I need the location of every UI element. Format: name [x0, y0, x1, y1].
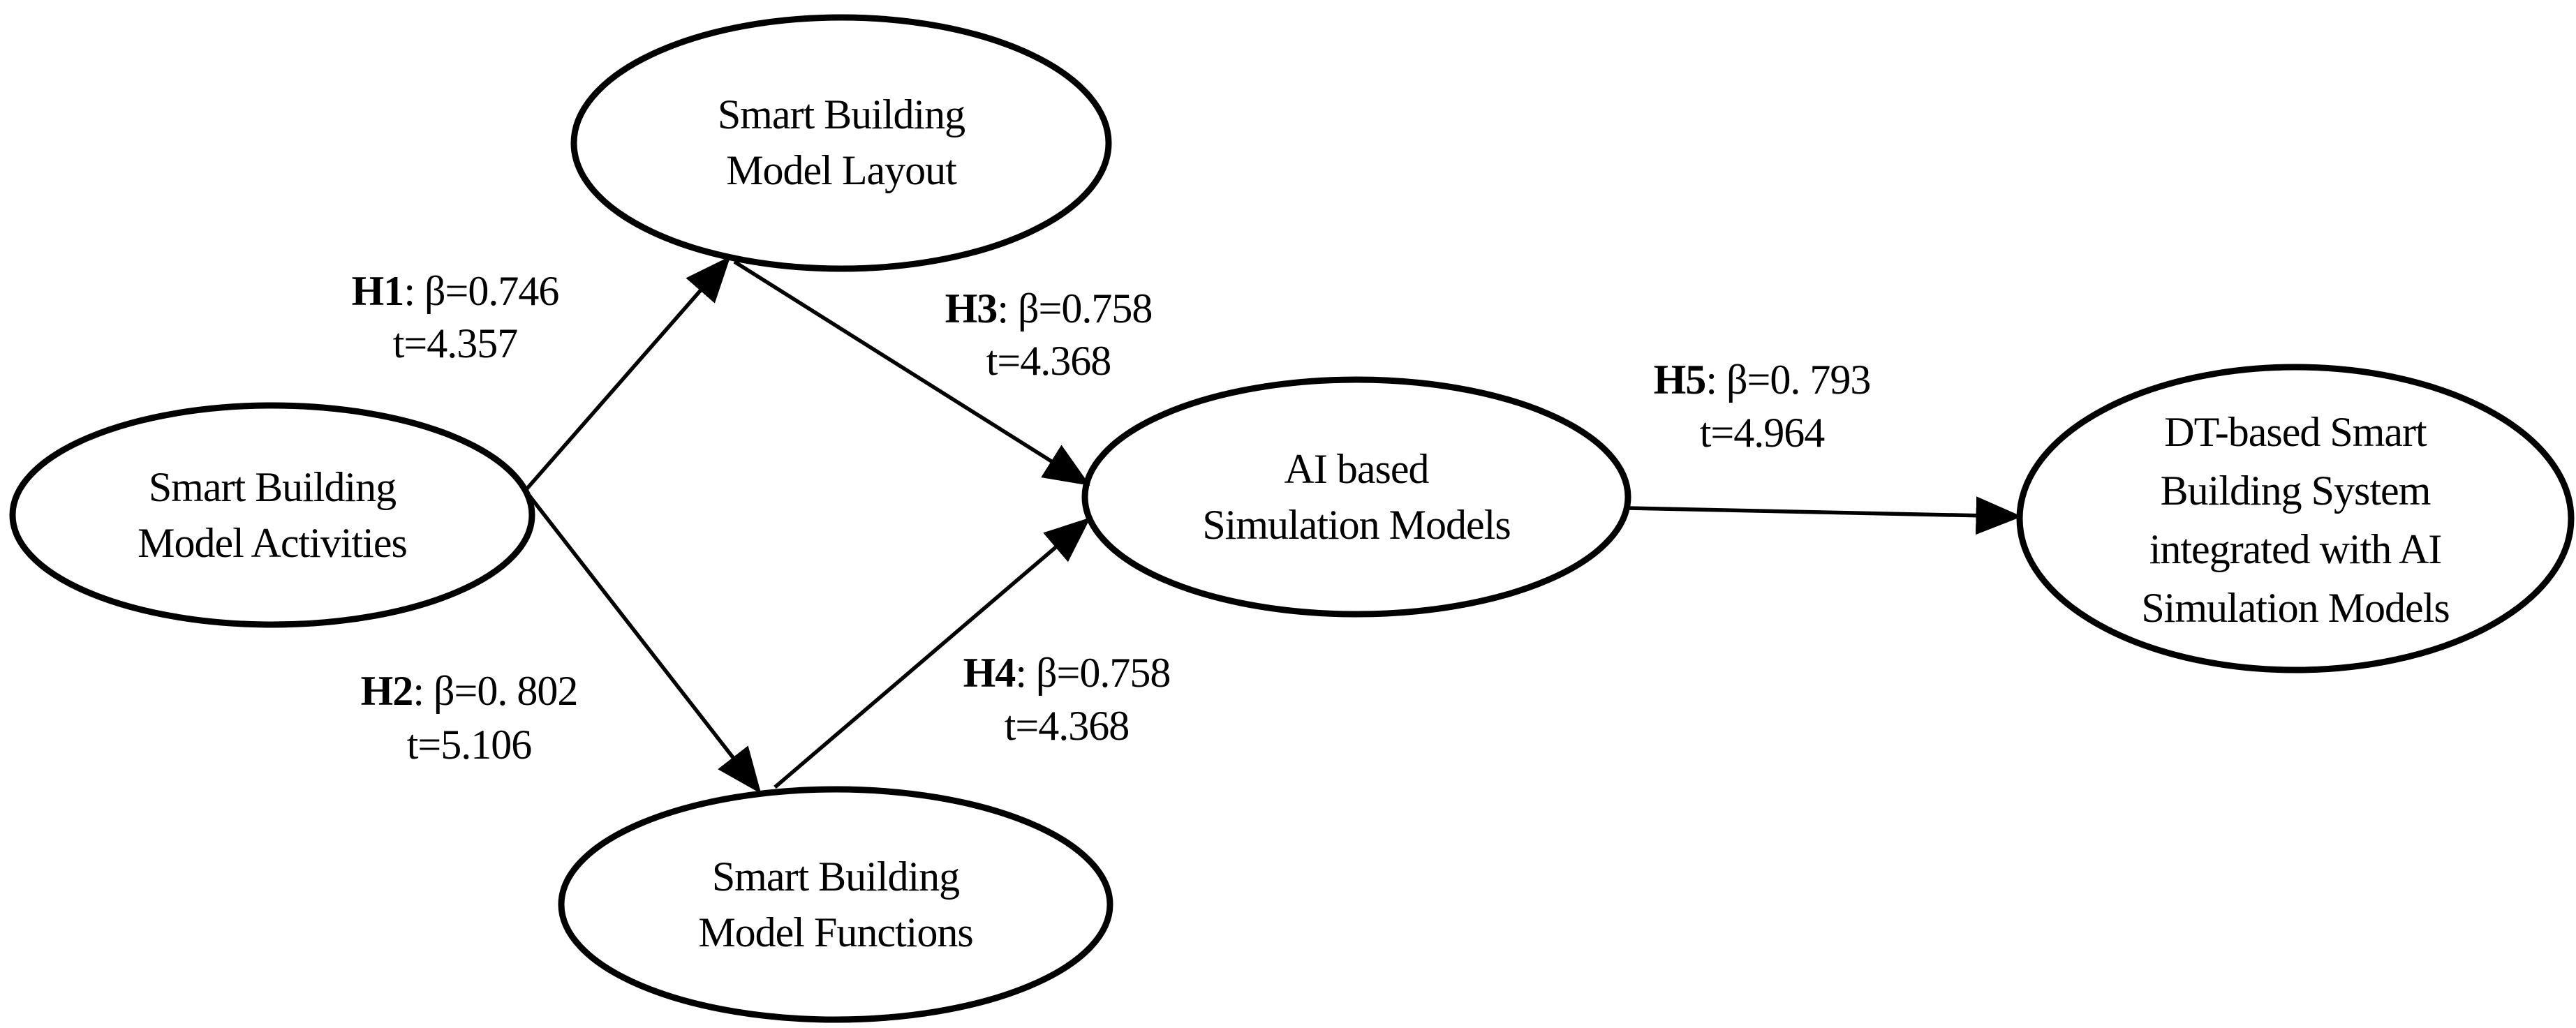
node-label-line: Model Activities: [138, 520, 407, 566]
t-value: t=4.357: [393, 320, 518, 366]
arrow-h5: [1627, 496, 2022, 535]
node-label-activities: Smart Building Model Activities: [138, 464, 408, 566]
node-label-line: Simulation Models: [1202, 502, 1510, 548]
node-ellipse-ai: [1081, 376, 1631, 618]
node-label-line: AI based: [1285, 446, 1430, 492]
hypothesis-id: H2: [361, 668, 413, 714]
node-label-line: DT-based Smart: [2164, 409, 2427, 455]
node-label-line: Smart Building: [712, 854, 959, 900]
beta-value: : β=0. 802: [413, 668, 577, 714]
node-label-line: integrated with AI: [2149, 526, 2442, 572]
edge-beta-text: H4: β=0.758: [963, 650, 1171, 696]
node-label-ai: AI based Simulation Models: [1202, 446, 1511, 548]
hypothesis-id: H3: [945, 285, 998, 332]
edge-label-h3: H3: β=0.758 t=4.368: [945, 285, 1153, 384]
beta-value: : β=0.758: [1015, 650, 1170, 696]
node-ellipse-activities: [9, 402, 535, 628]
node-label-line: Smart Building: [149, 464, 396, 510]
node-label-line: Model Functions: [698, 909, 972, 955]
t-value: t=4.964: [1700, 410, 1826, 456]
node-label-line: Simulation Models: [2141, 585, 2449, 631]
edge-label-h5: H5: β=0. 793 t=4.964: [1654, 357, 1872, 456]
node-label-functions: Smart Building Model Functions: [698, 854, 973, 955]
arrow-h1: [525, 255, 731, 490]
edge-beta-text: H3: β=0.758: [945, 285, 1153, 332]
beta-value: : β=0. 793: [1705, 357, 1870, 403]
arrow-h4: [773, 517, 1091, 789]
node-label-line: Model Layout: [726, 147, 957, 193]
t-value: t=4.368: [986, 338, 1111, 384]
edge-beta-text: H5: β=0. 793: [1654, 357, 1871, 403]
arrow-h3: [733, 260, 1090, 486]
edge-label-h4: H4: β=0.758 t=4.368: [963, 650, 1171, 749]
beta-value: : β=0.758: [997, 285, 1152, 332]
node-label-dt: DT-based Smart Building System integrate…: [2141, 409, 2450, 631]
node-label-line: Building System: [2161, 468, 2431, 514]
t-value: t=4.368: [1005, 703, 1130, 749]
hypothesis-id: H1: [352, 268, 404, 314]
node-ellipse-layout: [570, 14, 1112, 272]
edge-label-h1: H1: β=0.746 t=4.357: [352, 268, 560, 366]
node-label-layout: Smart Building Model Layout: [718, 91, 965, 193]
beta-value: : β=0.746: [404, 268, 558, 314]
edge-beta-text: H1: β=0.746: [352, 268, 559, 314]
edge-label-h2: H2: β=0. 802 t=5.106: [361, 668, 579, 768]
node-label-line: Smart Building: [718, 91, 965, 137]
hypothesis-id: H4: [963, 650, 1016, 696]
edge-beta-text: H2: β=0. 802: [361, 668, 578, 714]
node-ellipse-functions: [558, 786, 1113, 1023]
t-value: t=5.106: [407, 722, 532, 768]
hypothesis-id: H5: [1654, 357, 1706, 403]
arrow-h2: [525, 491, 762, 794]
